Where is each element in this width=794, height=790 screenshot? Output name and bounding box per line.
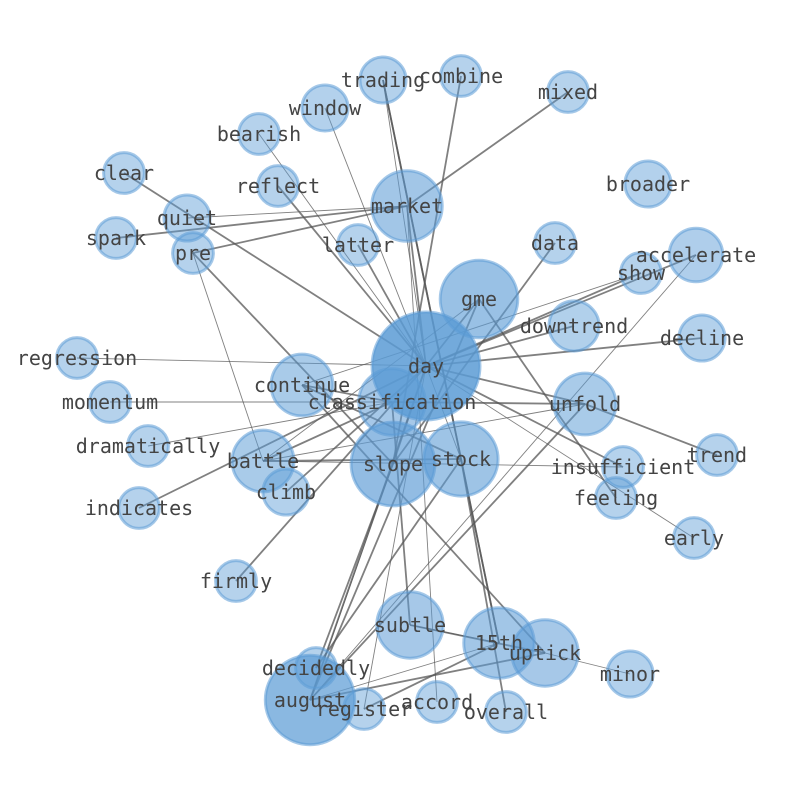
node-bearish xyxy=(237,112,281,156)
node-dramatically xyxy=(126,424,170,468)
node-label-data: data xyxy=(531,231,579,255)
node-label-bearish: bearish xyxy=(217,122,301,146)
node-label-spark: spark xyxy=(86,226,146,250)
node-momentum xyxy=(88,380,132,424)
node-minor xyxy=(605,649,655,699)
node-indicates xyxy=(117,486,161,530)
node-label-firmly: firmly xyxy=(200,569,272,593)
node-label-15th: 15th xyxy=(475,631,523,655)
node-label-clear: clear xyxy=(94,161,154,185)
node-label-dramatically: dramatically xyxy=(76,434,221,458)
node-clear xyxy=(102,151,146,195)
node-mixed xyxy=(546,70,590,114)
node-pre xyxy=(171,231,215,275)
node-label-climb: climb xyxy=(256,480,316,504)
node-label-broader: broader xyxy=(606,172,690,196)
node-decline xyxy=(677,313,727,363)
node-early xyxy=(672,516,716,560)
node-market xyxy=(370,169,444,243)
node-spark xyxy=(94,216,138,260)
node-august xyxy=(263,653,357,747)
node-label-quiet: quiet xyxy=(157,206,217,230)
edge-accelerate-august xyxy=(309,254,697,701)
node-downtrend xyxy=(547,299,601,353)
label-layer: day august slope gme stock 15th market accelera… xyxy=(17,64,756,724)
node-label-august: august xyxy=(274,688,346,712)
node-label-window: window xyxy=(289,96,362,120)
node-label-continue: continue xyxy=(254,373,350,397)
node-gme xyxy=(438,258,520,340)
node-label-uptick: uptick xyxy=(509,641,581,665)
node-latter xyxy=(336,223,380,267)
node-label-classification: classification xyxy=(308,390,477,414)
node-label-market: market xyxy=(371,194,443,218)
node-label-momentum: momentum xyxy=(62,390,158,414)
node-label-register: register xyxy=(316,697,412,721)
node-quiet xyxy=(162,193,212,243)
node-regression xyxy=(55,336,99,380)
node-slope xyxy=(349,420,437,508)
node-data xyxy=(533,221,577,265)
node-combine xyxy=(439,54,483,98)
edge-pre-battle xyxy=(192,252,264,462)
node-label-regression: regression xyxy=(17,346,137,370)
node-label-feeling: feeling xyxy=(574,486,658,510)
node-layer xyxy=(55,54,739,747)
node-label-indicates: indicates xyxy=(85,496,193,520)
edge-unfold-battle xyxy=(262,403,586,462)
node-label-show: show xyxy=(617,261,666,285)
edge-decidedly-stock xyxy=(315,458,462,669)
node-label-trend: trend xyxy=(687,443,747,467)
node-label-downtrend: downtrend xyxy=(520,314,628,338)
node-15th xyxy=(462,606,536,680)
node-battle xyxy=(230,428,296,494)
edge-classification-dramatically xyxy=(147,401,393,447)
node-label-overall: overall xyxy=(464,700,548,724)
node-label-pre: pre xyxy=(175,241,211,265)
node-label-decline: decline xyxy=(660,326,744,350)
node-day xyxy=(370,310,482,422)
node-feeling xyxy=(594,476,638,520)
node-trading xyxy=(358,55,408,105)
node-label-battle: battle xyxy=(227,449,299,473)
node-broader xyxy=(623,159,673,209)
node-label-insufficient: insufficient xyxy=(551,455,696,479)
edge-unfold-august xyxy=(309,403,586,701)
node-label-stock: stock xyxy=(431,447,491,471)
edge-regression-day xyxy=(76,357,427,367)
node-label-decidedly: decidedly xyxy=(262,656,370,680)
node-accelerate xyxy=(667,226,725,284)
node-label-mixed: mixed xyxy=(538,80,598,104)
node-label-day: day xyxy=(408,354,444,378)
node-label-accord: accord xyxy=(401,690,473,714)
node-label-subtle: subtle xyxy=(374,613,446,637)
node-subtle xyxy=(375,590,445,660)
node-continue xyxy=(269,352,335,418)
node-window xyxy=(300,83,350,133)
node-show xyxy=(619,251,663,295)
node-label-unfold: unfold xyxy=(549,392,621,416)
edge-spark-market xyxy=(115,205,408,239)
node-label-early: early xyxy=(664,526,724,550)
node-label-combine: combine xyxy=(419,64,503,88)
node-accord xyxy=(415,680,459,724)
node-firmly xyxy=(214,559,258,603)
node-label-reflect: reflect xyxy=(236,174,320,198)
node-label-slope: slope xyxy=(363,452,423,476)
node-label-trading: trading xyxy=(341,68,425,92)
node-trend xyxy=(695,433,739,477)
node-reflect xyxy=(256,164,300,208)
edge-clear-day xyxy=(123,172,427,367)
node-label-accelerate: accelerate xyxy=(636,243,756,267)
node-label-latter: latter xyxy=(322,233,394,257)
node-unfold xyxy=(552,371,618,437)
node-label-minor: minor xyxy=(600,662,660,686)
node-label-gme: gme xyxy=(461,287,497,311)
node-overall xyxy=(484,690,528,734)
